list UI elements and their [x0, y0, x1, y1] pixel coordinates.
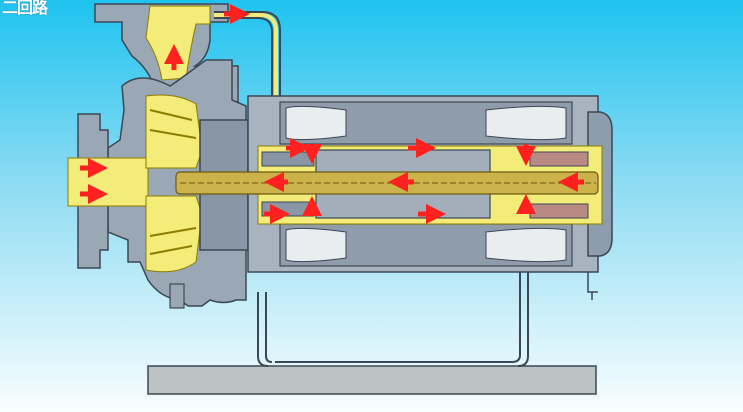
base-frame [147, 255, 598, 395]
inlet-fluid [67, 157, 149, 207]
drain-plug [169, 283, 185, 309]
corner-label: 二回路 [2, 0, 48, 17]
winding-end-bottom-left [285, 227, 347, 263]
shaft [175, 171, 599, 195]
flush-pipe [214, 11, 281, 148]
rear-bearing-lower [529, 203, 589, 219]
winding-end-top-left [285, 105, 347, 141]
winding-end-bottom-right [485, 227, 567, 263]
rear-bearing [529, 151, 589, 167]
winding-end-top-right [485, 105, 567, 141]
left-support-leg [257, 292, 273, 367]
base-plate [147, 365, 597, 395]
impeller-vanes [149, 109, 197, 255]
flush-pipe-fluid [214, 13, 278, 148]
right-support-leg [275, 270, 529, 367]
front-bearing [261, 151, 315, 167]
flow-arrows [80, 4, 584, 224]
